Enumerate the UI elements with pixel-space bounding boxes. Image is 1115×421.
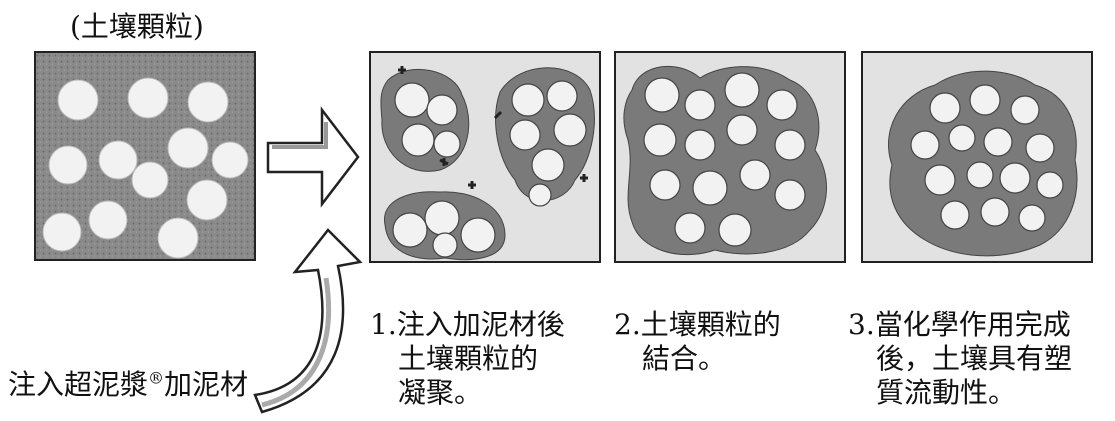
soil-particles-label: (土壤顆粒) — [70, 10, 204, 43]
caption-line: 1.注入加泥材後 — [370, 308, 565, 341]
particle — [42, 212, 82, 252]
particle — [157, 217, 199, 259]
caption-line: 質流動性。 — [876, 376, 1017, 409]
inject-label-tail: 加泥材 — [164, 368, 249, 401]
caption-line: 凝聚。 — [398, 376, 483, 409]
inject-label-text: 注入超泥漿 — [8, 368, 149, 401]
particle — [98, 140, 138, 180]
particle — [186, 179, 228, 221]
particle — [127, 77, 169, 119]
caption-stage-1: 1.注入加泥材後 土壤顆粒的 凝聚。 — [370, 308, 565, 410]
curved-up-arrow-icon — [253, 228, 363, 414]
particle — [48, 145, 88, 185]
caption-line: 結合。 — [642, 342, 727, 375]
particle — [131, 161, 169, 199]
caption-stage-3: 3.當化學作用完成 後，土壤具有塑 質流動性。 — [848, 308, 1072, 410]
caption-line: 3.當化學作用完成 — [848, 308, 1071, 341]
registered-mark: ® — [148, 368, 165, 388]
particle — [187, 81, 229, 123]
right-arrow-icon — [266, 106, 360, 208]
particle — [167, 127, 209, 169]
inject-label: 注入超泥漿®加泥材 — [8, 368, 248, 402]
caption-line: 後，土壤具有塑 — [876, 342, 1073, 375]
panel-stage-2 — [614, 51, 846, 263]
caption-line: 土壤顆粒的 — [398, 342, 539, 375]
panel-stage-1 — [369, 51, 601, 263]
panel-soil — [34, 51, 256, 261]
panel-stage-3 — [861, 51, 1093, 263]
particle — [211, 141, 249, 179]
caption-stage-2: 2.土壤顆粒的 結合。 — [614, 308, 781, 376]
caption-line: 2.土壤顆粒的 — [614, 308, 781, 341]
particle — [88, 200, 128, 240]
particle — [57, 79, 99, 121]
